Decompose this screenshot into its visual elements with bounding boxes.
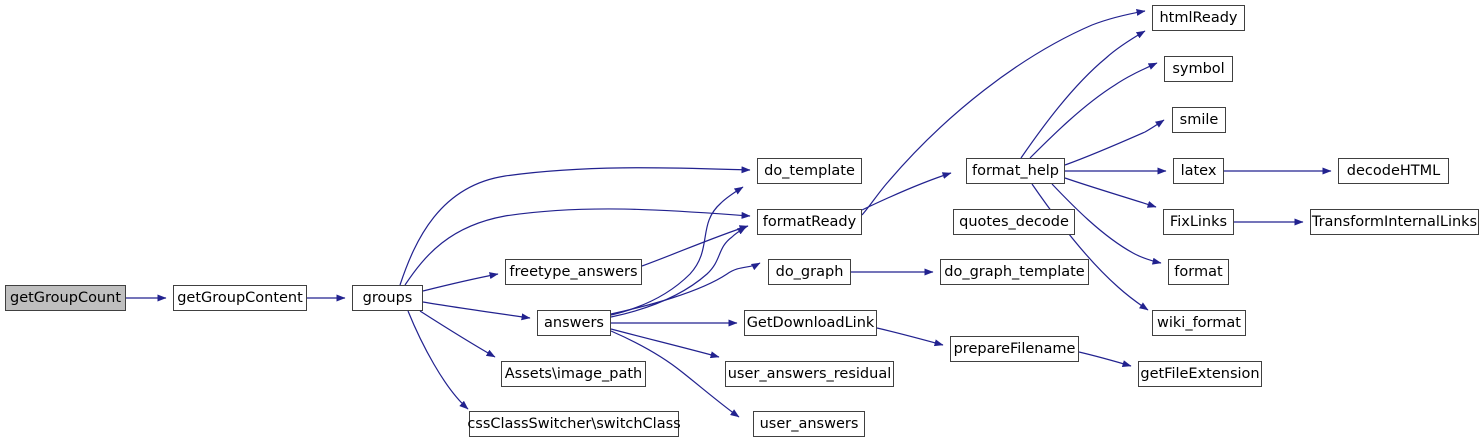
graph-edge-format_help-to-wiki_format [1031, 183, 1149, 311]
graph-node-label: FixLinks [1169, 213, 1228, 230]
graph-edge-format_help-to-smile [1064, 119, 1165, 166]
graph-edge-format_help-to-format [1051, 183, 1162, 265]
graph-node-label: do_graph_template [944, 263, 1085, 280]
graph-node-cssClassSwitcher_switchClass[interactable]: cssClassSwitcher\switchClass [467, 411, 681, 437]
graph-node-user_answers[interactable]: user_answers [753, 411, 865, 437]
graph-node-quotes_decode[interactable]: quotes_decode [953, 209, 1075, 235]
graph-node-label: wiki_format [1157, 314, 1241, 331]
graph-node-label: getGroupCount [9, 289, 121, 306]
graph-node-label: freetype_answers [509, 263, 638, 280]
graph-edge-format_help-to-htmlReady [1020, 30, 1146, 159]
graph-edge-groups-to-do_template [399, 166, 751, 286]
graph-node-assets_image_path[interactable]: Assets\image_path [501, 361, 646, 387]
graph-node-getFileExtension[interactable]: getFileExtension [1138, 361, 1262, 387]
graph-node-format_help[interactable]: format_help [966, 158, 1065, 184]
graph-edge-groups-to-assets_image_path [419, 310, 496, 358]
graph-node-label: do_graph [775, 263, 844, 280]
graph-edge-freetype_answers-to-formatReady [641, 225, 749, 267]
graph-node-groups[interactable]: groups [352, 285, 423, 311]
graph-node-smile[interactable]: smile [1172, 107, 1226, 133]
graph-node-getGroupContent[interactable]: getGroupContent [173, 285, 307, 311]
graph-edge-format_help-to-FixLinks [1064, 177, 1157, 208]
graph-edge-prepareFilename-to-getFileExtension [1078, 351, 1132, 367]
graph-node-FixLinks[interactable]: FixLinks [1163, 209, 1234, 235]
graph-node-user_answers_residual[interactable]: user_answers_residual [725, 361, 894, 387]
graph-node-label: format [1174, 263, 1223, 280]
graph-node-formatReady[interactable]: formatReady [757, 209, 862, 235]
graph-edge-GetDownloadLink-to-prepareFilename [876, 327, 944, 347]
graph-node-label: decodeHTML [1346, 162, 1441, 179]
graph-edge-formatReady-to-htmlReady [861, 9, 1146, 216]
graph-edge-answers-to-user_answers_residual [610, 328, 720, 359]
graph-edge-answers-to-do_template [610, 186, 744, 316]
graph-node-do_graph_template[interactable]: do_graph_template [940, 259, 1089, 285]
graph-node-GetDownloadLink[interactable]: GetDownloadLink [744, 310, 877, 336]
graph-node-getGroupCount[interactable]: getGroupCount [5, 285, 126, 311]
graph-edge-formatReady-to-format_help [861, 172, 952, 211]
graph-node-label: latex [1180, 162, 1217, 179]
graph-node-label: answers [544, 314, 604, 331]
graph-node-freetype_answers[interactable]: freetype_answers [505, 259, 642, 285]
graph-node-label: user_answers_residual [727, 365, 892, 382]
graph-edge-groups-to-freetype_answers [422, 272, 499, 292]
graph-node-label: cssClassSwitcher\switchClass [467, 415, 681, 432]
graph-edge-groups-to-cssClassSwitcher_switchClass [407, 310, 469, 410]
graph-node-label: user_answers [759, 415, 859, 432]
graph-node-label: smile [1179, 111, 1219, 128]
graph-node-symbol[interactable]: symbol [1164, 56, 1233, 82]
graph-node-label: Assets\image_path [504, 365, 643, 382]
graph-node-htmlReady[interactable]: htmlReady [1152, 5, 1245, 31]
graph-node-label: formatReady [762, 213, 857, 230]
graph-node-format[interactable]: format [1168, 259, 1229, 285]
graph-node-label: GetDownloadLink [746, 314, 875, 331]
graph-node-latex[interactable]: latex [1173, 158, 1224, 184]
graph-edge-answers-to-do_graph [610, 262, 761, 315]
graph-node-label: TransformInternalLinks [1311, 213, 1478, 230]
graph-edge-answers-to-formatReady [610, 226, 747, 318]
graph-node-do_template[interactable]: do_template [757, 158, 862, 184]
graph-node-do_graph[interactable]: do_graph [768, 259, 851, 285]
graph-node-label: prepareFilename [953, 340, 1076, 357]
graph-node-decodeHTML[interactable]: decodeHTML [1338, 158, 1449, 184]
graph-node-label: groups [362, 289, 413, 306]
graph-node-prepareFilename[interactable]: prepareFilename [950, 336, 1079, 362]
graph-node-label: quotes_decode [959, 213, 1069, 230]
graph-node-label: getFileExtension [1140, 365, 1260, 382]
graph-node-label: htmlReady [1159, 9, 1238, 26]
graph-node-label: getGroupContent [177, 289, 303, 306]
graph-node-label: symbol [1172, 60, 1225, 77]
graph-node-TransformInternalLinks[interactable]: TransformInternalLinks [1310, 209, 1479, 235]
graph-edge-groups-to-answers [422, 301, 531, 321]
graph-node-label: do_template [764, 162, 855, 179]
graph-edge-answers-to-user_answers [610, 330, 740, 418]
graph-node-answers[interactable]: answers [537, 310, 611, 336]
graph-node-label: format_help [972, 162, 1059, 179]
graph-edge-format_help-to-symbol [1029, 62, 1158, 159]
graph-edge-groups-to-formatReady [404, 208, 751, 286]
graph-node-wiki_format[interactable]: wiki_format [1152, 310, 1246, 336]
